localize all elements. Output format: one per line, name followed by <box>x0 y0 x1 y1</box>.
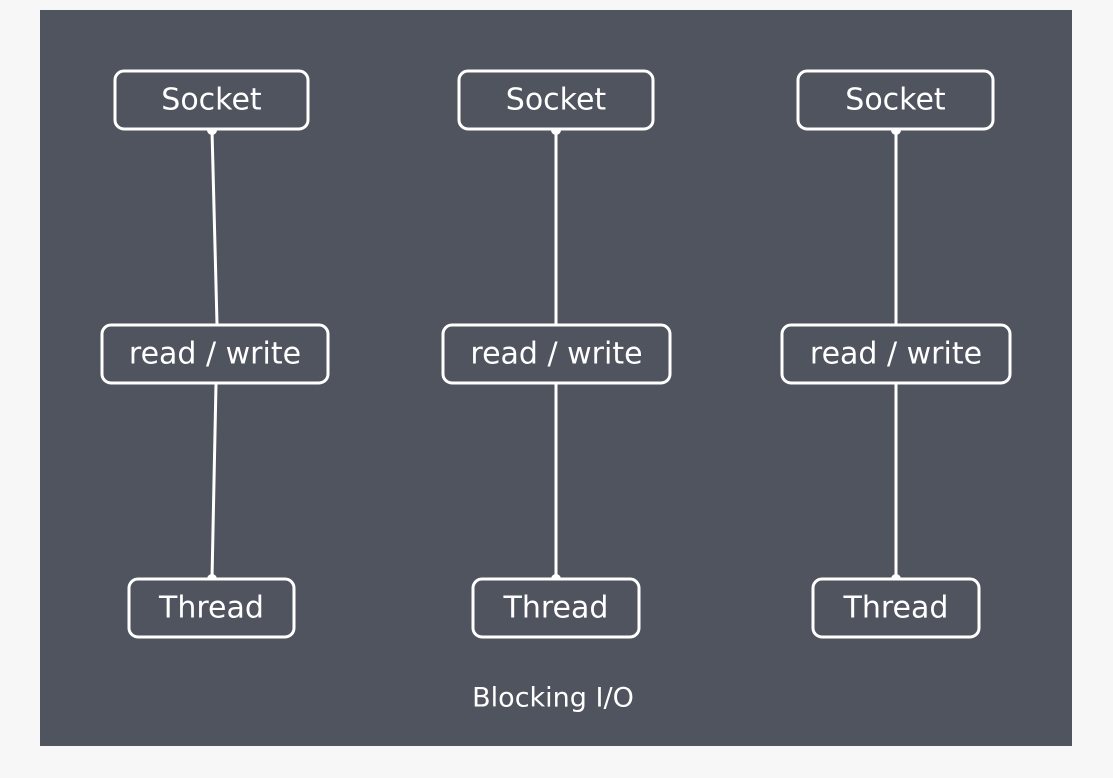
thread-label-2: Thread <box>503 591 609 626</box>
socket-label-3: Socket <box>845 83 946 118</box>
thread-node-3: Thread <box>811 577 981 639</box>
socket-node-3: Socket <box>796 69 995 131</box>
thread-node-1: Thread <box>127 577 296 639</box>
thread-node-2: Thread <box>471 577 641 639</box>
socket-label-2: Socket <box>506 83 607 118</box>
column-1: Socket read / write Thread <box>100 69 330 639</box>
read-write-label-2: read / write <box>470 337 642 372</box>
connector-socket-to-io-1 <box>210 129 219 325</box>
read-write-label-3: read / write <box>810 337 982 372</box>
connector-io-to-thread-1 <box>210 383 218 580</box>
thread-label-1: Thread <box>158 591 264 626</box>
read-write-node-3: read / write <box>780 323 1012 385</box>
socket-node-2: Socket <box>457 69 655 131</box>
read-write-node-2: read / write <box>441 323 672 385</box>
read-write-label-1: read / write <box>129 337 301 372</box>
thread-label-3: Thread <box>843 591 949 626</box>
blocking-io-diagram: Socket read / write Thread <box>40 10 1072 746</box>
socket-node-1: Socket <box>113 69 310 131</box>
diagram-caption: Blocking I/O <box>472 683 634 714</box>
column-2: Socket read / write Thread <box>441 69 672 639</box>
read-write-node-1: read / write <box>100 323 330 385</box>
column-3: Socket read / write Thread <box>780 69 1012 639</box>
diagram-panel: Socket read / write Thread <box>40 10 1072 746</box>
socket-label-1: Socket <box>161 83 262 118</box>
